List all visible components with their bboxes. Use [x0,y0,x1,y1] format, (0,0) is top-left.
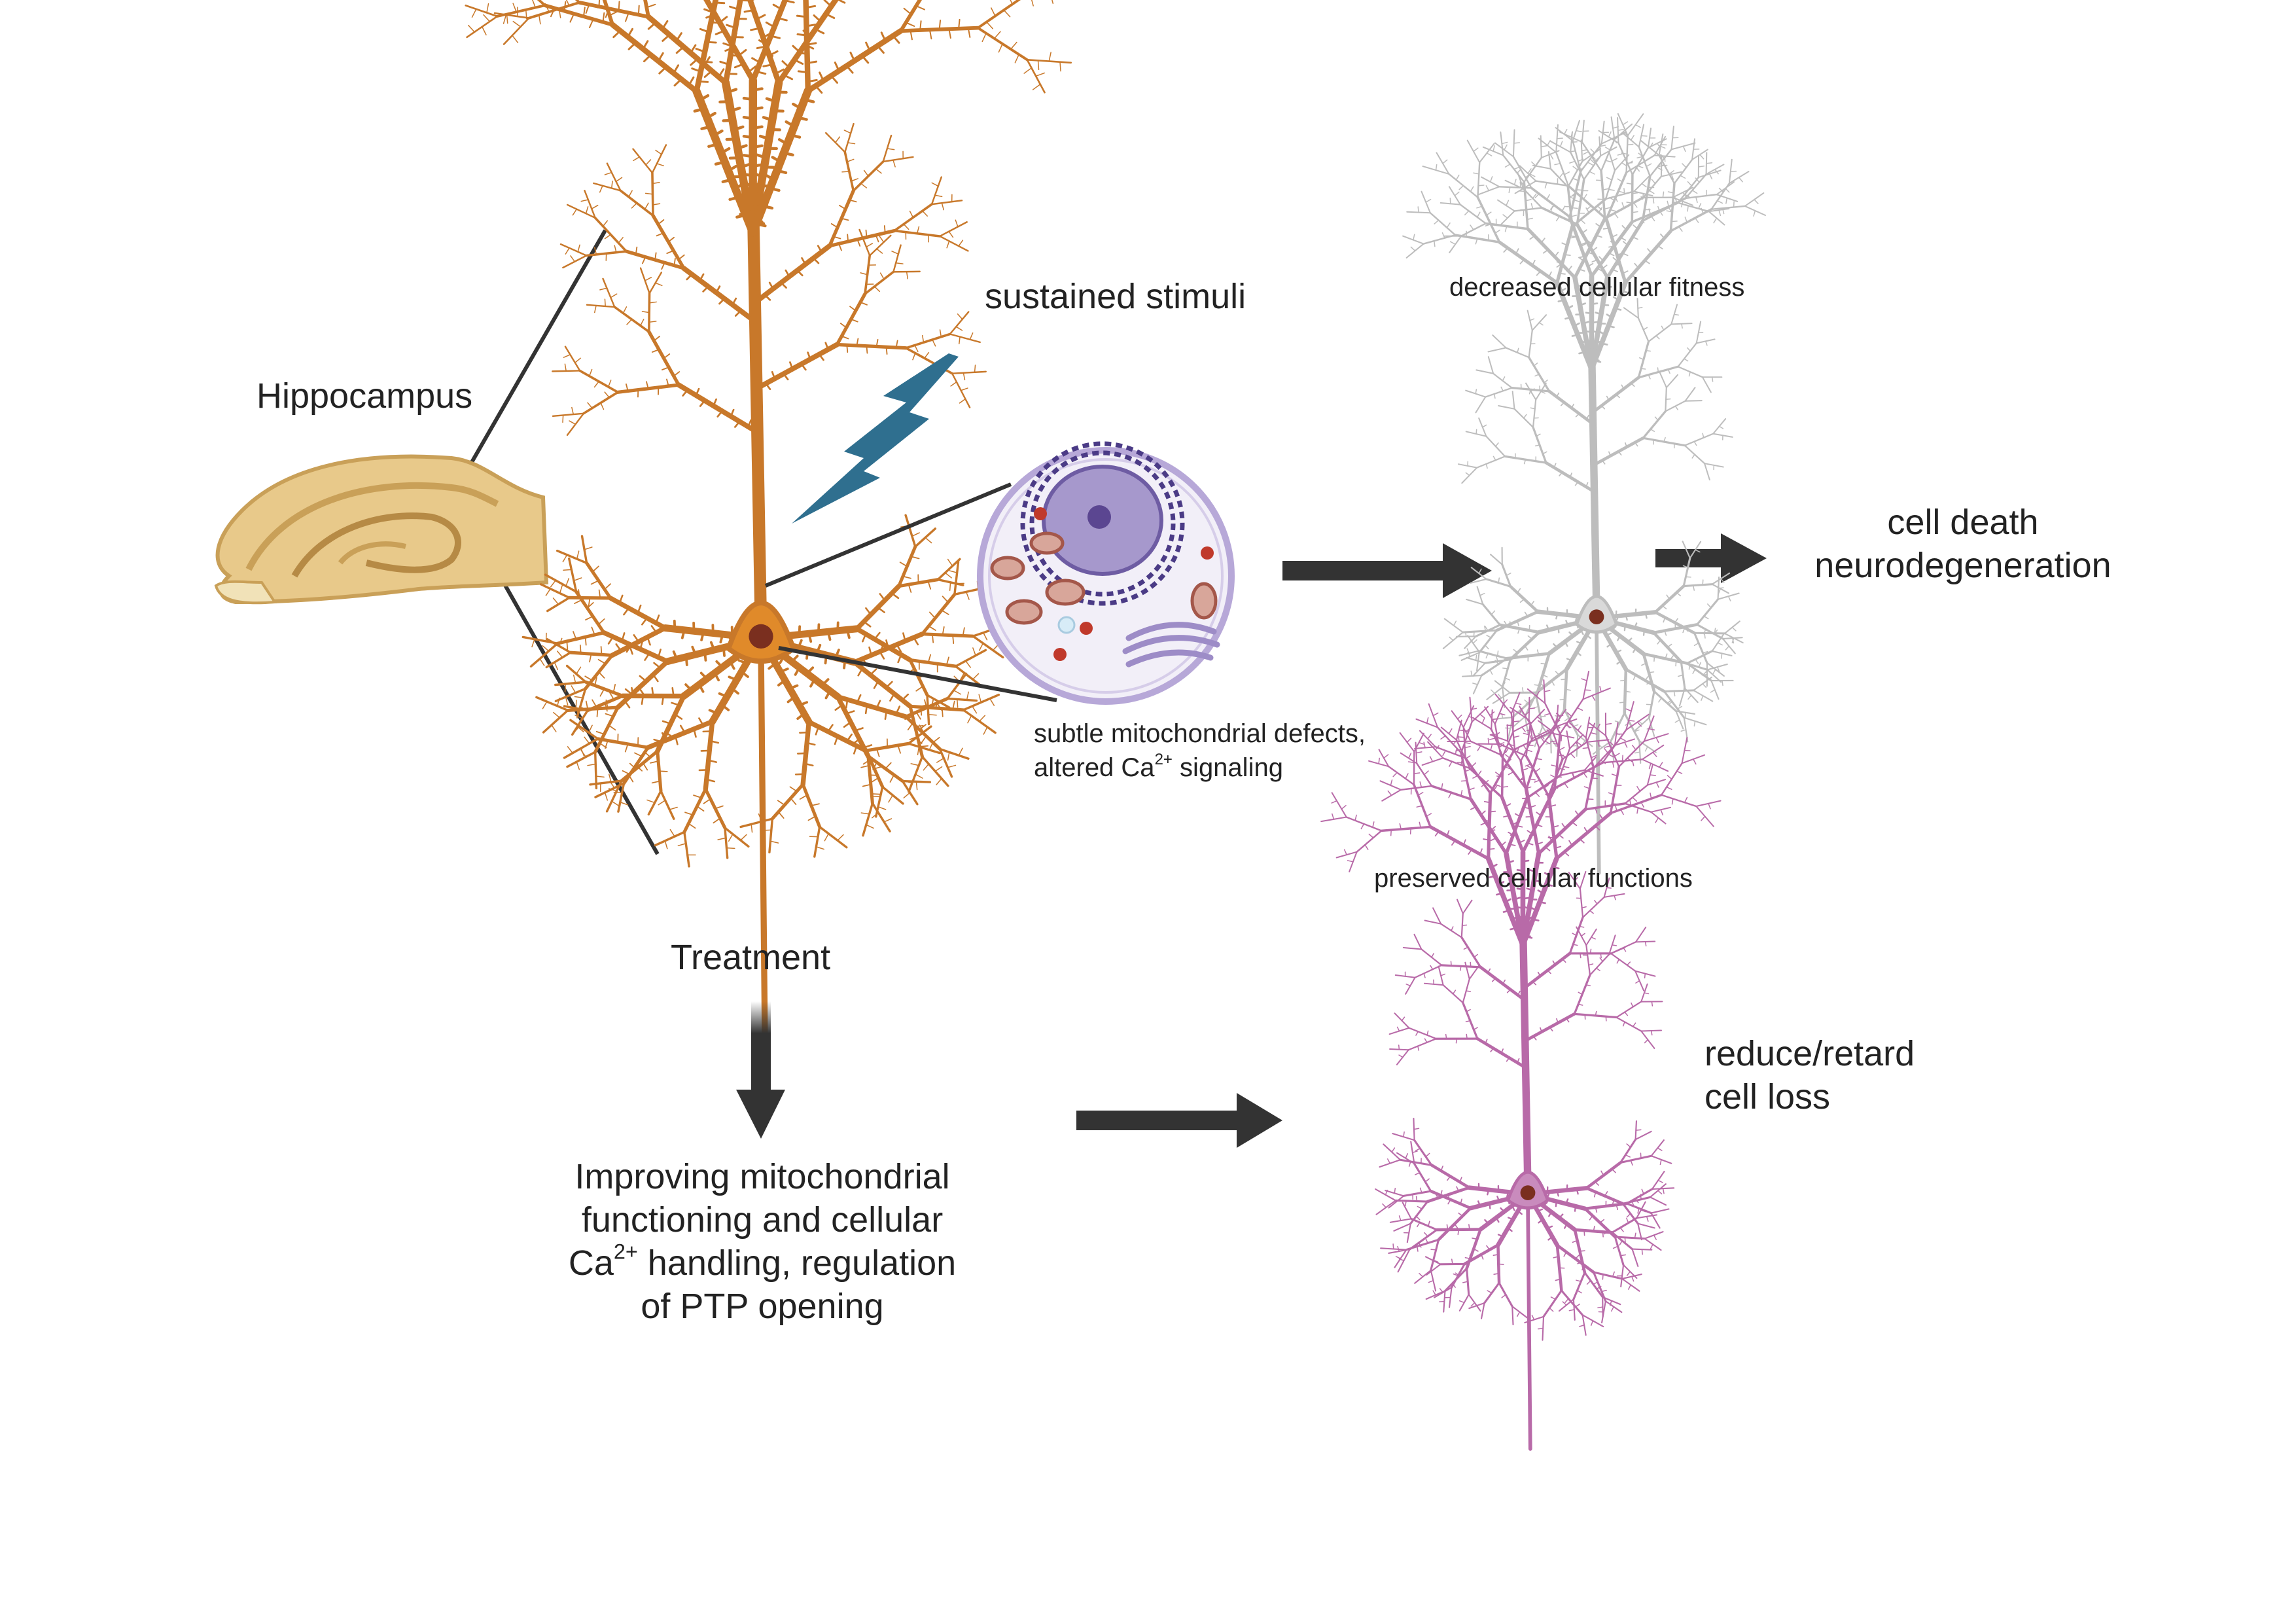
decreased-fitness-label: decreased cellular fitness [1449,273,1745,302]
hippocampus-icon [214,454,549,605]
cell-icon [977,441,1235,705]
degenerating-neuron-icon [1402,113,1767,875]
cell-death-label: cell death neurodegeneration [1814,503,2111,585]
treatment-label: Treatment [671,938,831,977]
lightning-icon [792,353,959,524]
arrow-to-cell-death [1655,533,1767,583]
improving-label: Improving mitochondrial functioning and … [568,1157,957,1326]
arrow-treatment-down [736,1001,785,1139]
pyramidal-neuron-icon [465,0,1072,1058]
sustained-stimuli-label: sustained stimuli [985,277,1246,316]
reduce-cell-loss-label: reduce/retard cell loss [1704,1034,1915,1116]
defects-label: subtle mitochondrial defects, altered Ca… [1034,719,1366,782]
arrow-to-preserved [1076,1093,1282,1148]
hippocampus-label: Hippocampus [256,376,473,416]
cell-zoom-lines [764,482,1057,702]
preserved-functions-label: preserved cellular functions [1374,864,1693,893]
healthy-neuron-icon [1320,670,1722,1451]
arrow-to-degeneration [1282,543,1492,598]
